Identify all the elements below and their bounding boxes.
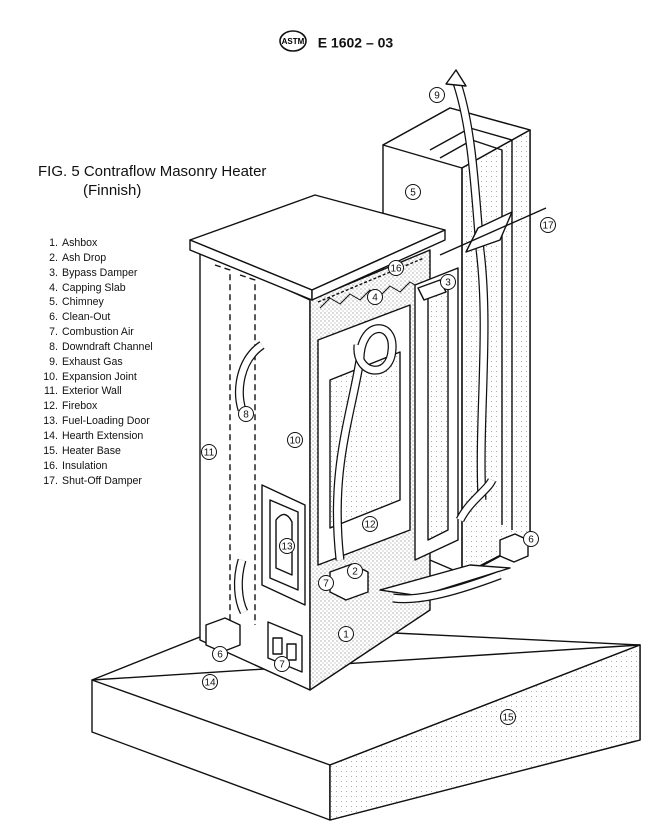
callout-6a: 6 — [212, 646, 228, 662]
callout-7a: 7 — [318, 575, 334, 591]
svg-text:3: 3 — [445, 278, 451, 289]
figure-caption: FIG. 5 Contraflow Masonry Heater (Finnis… — [38, 162, 266, 200]
legend-item: 16.Insulation — [43, 459, 108, 472]
callout-2: 2 — [347, 563, 363, 579]
document-header: ASTM E 1602 – 03 — [0, 30, 671, 55]
svg-text:2: 2 — [352, 567, 358, 578]
callout-10: 10 — [287, 432, 303, 448]
legend-item: 1.Ashbox — [49, 237, 98, 249]
parts-legend: 1.Ashbox 2.Ash Drop 3.Bypass Damper 4.Ca… — [40, 236, 153, 488]
svg-text:9: 9 — [434, 91, 440, 102]
standard-designation: E 1602 – 03 — [317, 34, 394, 51]
svg-text:5: 5 — [410, 188, 416, 199]
legend-item: 8.Downdraft Channel — [49, 340, 153, 353]
svg-text:6: 6 — [217, 650, 223, 661]
svg-text:7: 7 — [323, 579, 329, 590]
legend-item: 17.Shut-Off Damper — [43, 474, 142, 487]
legend-item: 9.Exhaust Gas — [49, 355, 123, 368]
callout-3: 3 — [440, 274, 456, 290]
callout-12: 12 — [362, 516, 378, 532]
legend-item: 15.Heater Base — [43, 444, 121, 457]
callout-5: 5 — [405, 184, 421, 200]
svg-text:12: 12 — [364, 520, 376, 531]
astm-logo: ASTM — [278, 30, 308, 55]
callout-4: 4 — [367, 289, 383, 305]
svg-text:14: 14 — [204, 678, 216, 689]
callout-8: 8 — [238, 406, 254, 422]
legend-item: 7.Combustion Air — [49, 326, 134, 339]
callout-17: 17 — [540, 217, 556, 233]
legend-item: 5.Chimney — [49, 296, 104, 309]
svg-text:13: 13 — [281, 542, 293, 553]
legend-item: 13.Fuel-Loading Door — [43, 415, 150, 428]
legend-item: 2.Ash Drop — [49, 251, 107, 264]
callout-9: 9 — [429, 87, 445, 103]
legend-item: 4.Capping Slab — [49, 281, 126, 294]
svg-text:8: 8 — [243, 410, 249, 421]
callout-6b: 6 — [523, 531, 539, 547]
legend-item: 11.Exterior Wall — [44, 385, 122, 398]
legend-item: 3.Bypass Damper — [49, 266, 138, 279]
svg-text:7: 7 — [279, 660, 285, 671]
svg-text:11: 11 — [204, 448, 215, 459]
svg-text:4: 4 — [372, 293, 378, 304]
legend-item: 12.Firebox — [43, 400, 98, 413]
callout-14: 14 — [202, 674, 218, 690]
callout-11: 11 — [201, 444, 217, 460]
legend-item: 6.Clean-Out — [49, 311, 111, 324]
callout-7b: 7 — [274, 656, 290, 672]
callout-15: 15 — [500, 709, 516, 725]
callout-13: 13 — [279, 538, 295, 554]
svg-text:6: 6 — [528, 535, 534, 546]
legend-item: 10.Expansion Joint — [43, 370, 137, 383]
svg-text:16: 16 — [390, 264, 402, 275]
figure-title: FIG. 5 Contraflow Masonry Heater — [38, 163, 267, 180]
legend-item: 14.Hearth Extension — [43, 429, 144, 442]
flow-arrows — [233, 69, 502, 615]
shut-off-damper — [439, 207, 547, 256]
callout-1: 1 — [338, 626, 354, 642]
astm-logo-text: ASTM — [281, 37, 304, 46]
svg-text:17: 17 — [542, 221, 554, 232]
figure-subtitle: (Finnish) — [83, 182, 142, 199]
bypass-damper — [417, 279, 447, 301]
svg-text:1: 1 — [343, 630, 349, 641]
svg-text:10: 10 — [289, 436, 301, 447]
heater-base — [91, 624, 641, 821]
callout-16: 16 — [388, 260, 404, 276]
svg-text:15: 15 — [502, 713, 514, 724]
